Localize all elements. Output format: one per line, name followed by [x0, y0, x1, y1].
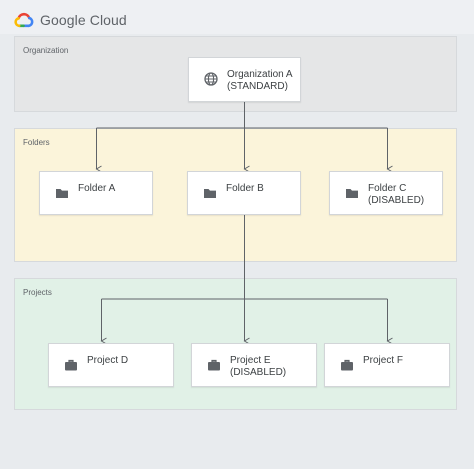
briefcase-icon [341, 359, 353, 371]
node-label: Folder B [226, 183, 264, 194]
projects-section-label: Projects [23, 288, 52, 297]
node-label: Organization A [227, 69, 293, 80]
folders-section-label: Folders [23, 138, 50, 147]
header-bar [0, 0, 474, 34]
node-folder-c[interactable]: Folder C (DISABLED) [329, 171, 443, 215]
folder-icon [56, 189, 68, 198]
node-sublabel: (STANDARD) [227, 81, 288, 92]
node-project-d[interactable]: Project D [48, 343, 174, 387]
brand-name: Google Cloud [40, 12, 127, 28]
node-sublabel: (DISABLED) [230, 367, 287, 378]
briefcase-icon [208, 359, 220, 371]
node-label: Project D [87, 355, 129, 366]
organization-section-label: Organization [23, 46, 69, 55]
node-label: Project F [363, 355, 404, 366]
node-label: Folder C [368, 183, 407, 194]
folder-icon [204, 189, 216, 198]
google-cloud-logo: Google Cloud [14, 10, 127, 30]
node-label: Project E [230, 355, 271, 366]
briefcase-icon [65, 359, 77, 371]
folder-icon [346, 189, 358, 198]
node-folder-a[interactable]: Folder A [39, 171, 153, 215]
node-project-e[interactable]: Project E (DISABLED) [191, 343, 317, 387]
node-folder-b[interactable]: Folder B [187, 171, 301, 215]
node-sublabel: (DISABLED) [368, 195, 425, 206]
cloud-logo-icon [14, 12, 34, 28]
node-organization-a[interactable]: Organization A (STANDARD) [188, 57, 301, 102]
globe-icon [204, 72, 218, 86]
node-project-f[interactable]: Project F [324, 343, 450, 387]
node-label: Folder A [78, 183, 116, 194]
